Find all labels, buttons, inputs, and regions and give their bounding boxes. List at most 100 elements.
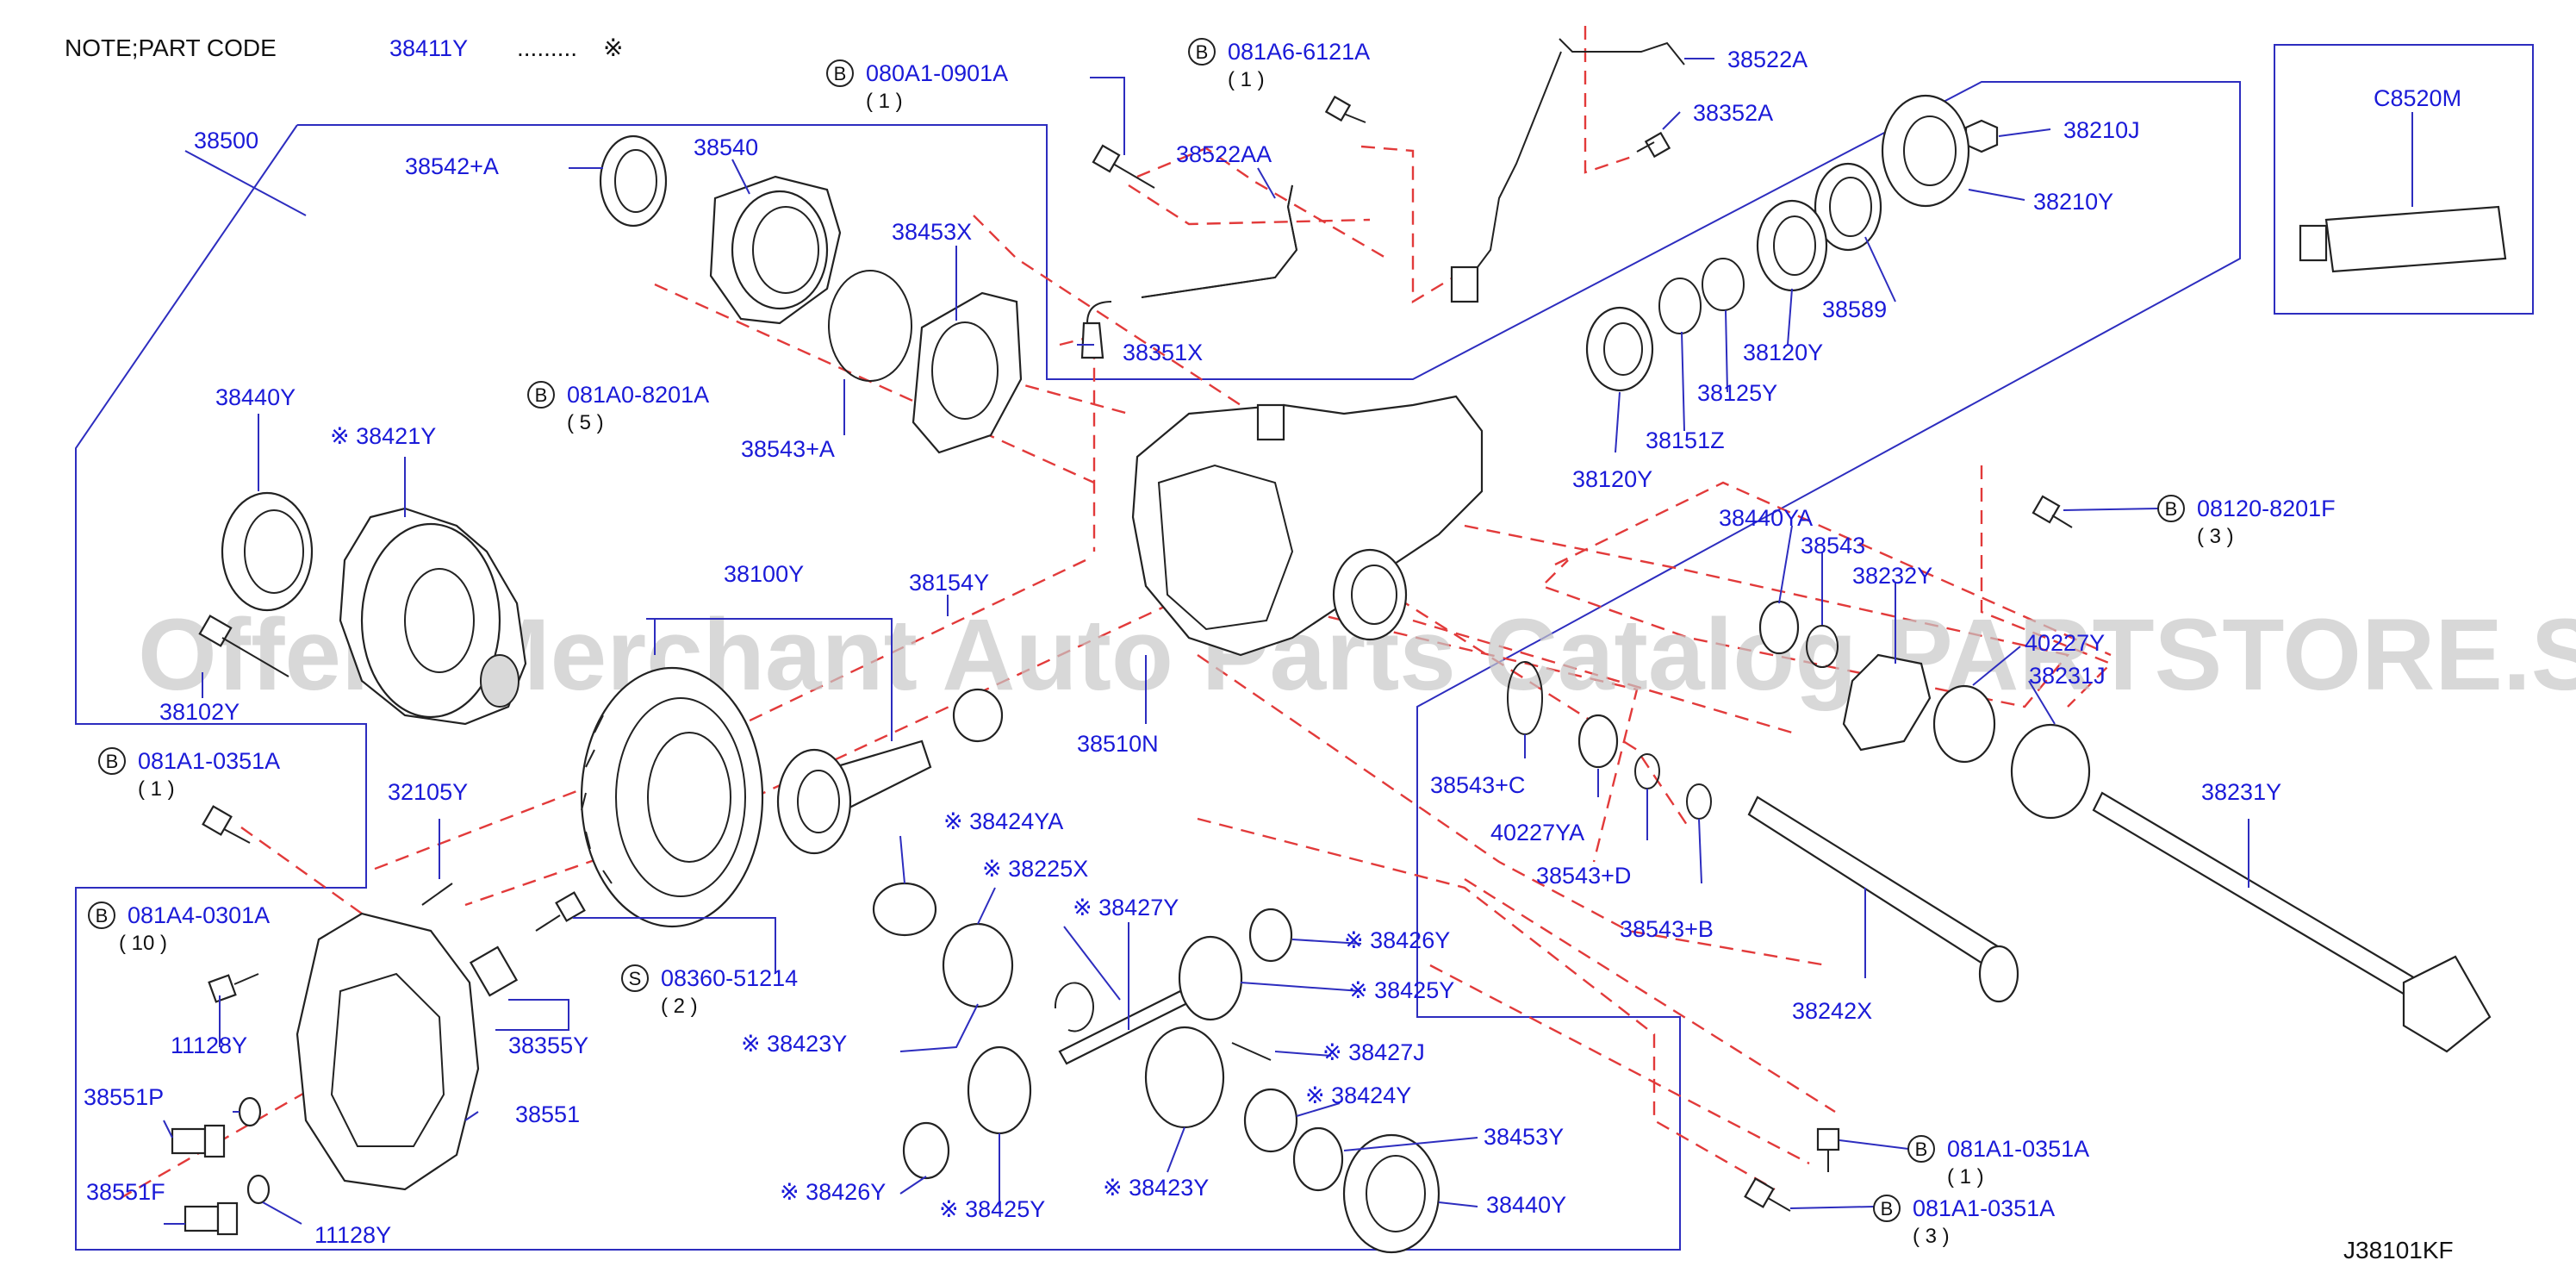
callout-prefix: B bbox=[96, 905, 109, 926]
callout-081a1-0351a-right-lower[interactable]: B 081A1-0351A ( 3 ) bbox=[1873, 1195, 2055, 1248]
part-label-38210y[interactable]: 38210Y bbox=[2033, 189, 2113, 215]
part-label-38120y-lower[interactable]: 38120Y bbox=[1572, 466, 1652, 492]
callout-badge bbox=[88, 902, 115, 929]
part-label-40227ya[interactable]: 40227YA bbox=[1490, 820, 1584, 845]
note-prefix: NOTE;PART CODE bbox=[65, 34, 277, 61]
part-label-38440y-left[interactable]: 38440Y bbox=[215, 384, 296, 410]
callout-081a6-6121a[interactable]: B 081A6-6121A ( 1 ) bbox=[1188, 38, 1370, 91]
part-label-38102y[interactable]: 38102Y bbox=[159, 699, 240, 725]
assembly-lines bbox=[120, 26, 2113, 1200]
part-label-38589[interactable]: 38589 bbox=[1822, 296, 1887, 322]
sealant-c8520m-drawing bbox=[2299, 205, 2507, 273]
part-label-38242x[interactable]: 38242X bbox=[1792, 998, 1872, 1024]
plug-38551p-drawing bbox=[171, 1124, 226, 1158]
part-label-32105y[interactable]: 32105Y bbox=[388, 779, 468, 805]
part-label-38510n[interactable]: 38510N bbox=[1077, 731, 1159, 757]
part-label-38453x[interactable]: 38453X bbox=[892, 219, 972, 245]
shaft-38231y-drawing bbox=[2092, 791, 2492, 1053]
callout-code: 081A6-6121A bbox=[1228, 39, 1370, 65]
callout-badge bbox=[2157, 495, 2185, 522]
part-label-38453y[interactable]: 38453Y bbox=[1484, 1124, 1564, 1150]
part-label-38424y[interactable]: ※ 38424Y bbox=[1305, 1082, 1411, 1108]
callout-081a4-0301a[interactable]: B 081A4-0301A ( 10 ) bbox=[88, 902, 270, 955]
part-label-38423y-lower[interactable]: ※ 38423Y bbox=[1103, 1175, 1209, 1201]
part-label-38424ya[interactable]: ※ 38424YA bbox=[943, 808, 1063, 834]
part-label-38425y-upper[interactable]: ※ 38425Y bbox=[1348, 977, 1454, 1003]
callout-080a1-0901a[interactable]: B 080A1-0901A ( 1 ) bbox=[826, 59, 1008, 113]
washer-11128y-lower-drawing bbox=[246, 1174, 271, 1205]
part-label-38120y-right[interactable]: 38120Y bbox=[1743, 340, 1823, 365]
bolt-38102y-drawing bbox=[198, 615, 289, 677]
part-label-38231j[interactable]: 38231J bbox=[2029, 663, 2106, 689]
part-label-11128y-lower[interactable]: 11128Y bbox=[314, 1222, 391, 1248]
callout-08360-51214[interactable]: S 08360-51214 ( 2 ) bbox=[621, 964, 798, 1018]
washer-38151z-drawing bbox=[1658, 278, 1702, 334]
part-label-40227y[interactable]: 40227Y bbox=[2025, 630, 2105, 656]
seal-40227y-drawing bbox=[1932, 684, 1996, 764]
part-label-38232y[interactable]: 38232Y bbox=[1852, 563, 1932, 589]
bolt-080a1-drawing bbox=[1092, 144, 1155, 189]
c8520m-box bbox=[2274, 44, 2534, 315]
retainer-38232y-drawing bbox=[1842, 653, 1932, 752]
part-label-38427j[interactable]: ※ 38427J bbox=[1322, 1039, 1425, 1065]
part-label-38421y[interactable]: ※ 38421Y bbox=[330, 423, 436, 449]
leader-38500 bbox=[184, 150, 307, 216]
washer-38424ya-drawing bbox=[872, 882, 937, 937]
part-label-38542a[interactable]: 38542+A bbox=[405, 153, 499, 179]
part-label-38426y-upper[interactable]: ※ 38426Y bbox=[1344, 927, 1450, 953]
part-label-38100y[interactable]: 38100Y bbox=[724, 561, 804, 587]
nut-38210j-drawing bbox=[1964, 119, 1999, 153]
part-label-38154y[interactable]: 38154Y bbox=[909, 570, 989, 596]
oring-38543a-drawing bbox=[828, 270, 912, 382]
callout-badge bbox=[1188, 38, 1216, 66]
part-label-38427y[interactable]: ※ 38427Y bbox=[1073, 895, 1179, 920]
plug-38551f-drawing bbox=[184, 1201, 239, 1236]
part-label-38351x[interactable]: 38351X bbox=[1123, 340, 1203, 365]
callout-qty: ( 3 ) bbox=[1913, 1225, 1950, 1248]
part-label-38352a[interactable]: 38352A bbox=[1693, 100, 1773, 126]
part-label-38543b[interactable]: 38543+B bbox=[1620, 916, 1714, 942]
callout-prefix: B bbox=[1196, 41, 1209, 63]
part-label-38543d[interactable]: 38543+D bbox=[1536, 863, 1631, 889]
callout-081a1-0351a-right-upper[interactable]: B 081A1-0351A ( 1 ) bbox=[1907, 1135, 2089, 1189]
bearing-38120y-lower-drawing bbox=[1585, 306, 1654, 392]
part-label-c8520m[interactable]: C8520M bbox=[2374, 85, 2461, 111]
part-label-11128y-upper[interactable]: 11128Y bbox=[171, 1033, 247, 1058]
part-label-38440y-bottom[interactable]: 38440Y bbox=[1486, 1192, 1566, 1218]
part-label-38522a[interactable]: 38522A bbox=[1727, 47, 1808, 72]
part-label-38540[interactable]: 38540 bbox=[694, 134, 758, 160]
part-label-38440ya[interactable]: 38440YA bbox=[1719, 505, 1813, 531]
callout-081a1-0351a-left[interactable]: B 081A1-0351A ( 1 ) bbox=[98, 747, 280, 801]
part-label-38500[interactable]: 38500 bbox=[194, 128, 258, 153]
part-label-38225x[interactable]: ※ 38225X bbox=[982, 856, 1088, 882]
ring-gear-38100y-drawing bbox=[580, 666, 764, 928]
part-label-38543a[interactable]: 38543+A bbox=[741, 436, 835, 462]
part-label-38355y[interactable]: 38355Y bbox=[508, 1033, 588, 1058]
callout-prefix: S bbox=[629, 968, 642, 989]
part-label-38426y-lower[interactable]: ※ 38426Y bbox=[780, 1179, 886, 1205]
part-label-38551[interactable]: 38551 bbox=[515, 1101, 580, 1127]
leader-lines bbox=[163, 58, 2413, 1225]
bearing-38440y-bottom-drawing bbox=[1342, 1133, 1440, 1254]
callout-08120-8201f[interactable]: B 08120-8201F ( 3 ) bbox=[2157, 495, 2336, 548]
callout-code: 081A1-0351A bbox=[138, 748, 280, 774]
callout-badge bbox=[621, 964, 649, 992]
part-label-38231y[interactable]: 38231Y bbox=[2201, 779, 2281, 805]
callout-081a0-8201a[interactable]: B 081A0-8201A ( 5 ) bbox=[527, 381, 709, 434]
part-label-38551p[interactable]: 38551P bbox=[84, 1084, 164, 1110]
callout-code: 08120-8201F bbox=[2197, 496, 2336, 521]
seal-38542a-drawing bbox=[599, 134, 668, 228]
part-label-38210j[interactable]: 38210J bbox=[2063, 117, 2140, 143]
callout-badge bbox=[826, 59, 854, 87]
part-label-38423y-upper[interactable]: ※ 38423Y bbox=[741, 1031, 847, 1057]
part-label-38543[interactable]: 38543 bbox=[1801, 533, 1865, 558]
part-label-38125y[interactable]: 38125Y bbox=[1697, 380, 1777, 406]
snap-ring-38225x-drawing bbox=[1054, 982, 1094, 1033]
part-label-38551f[interactable]: 38551F bbox=[86, 1179, 165, 1205]
part-label-38522aa[interactable]: 38522AA bbox=[1176, 141, 1272, 167]
part-label-38425y-lower[interactable]: ※ 38425Y bbox=[939, 1196, 1045, 1222]
callout-qty: ( 1 ) bbox=[1947, 1165, 1984, 1189]
part-label-38543c[interactable]: 38543+C bbox=[1430, 772, 1525, 798]
part-label-38151z[interactable]: 38151Z bbox=[1646, 427, 1725, 453]
